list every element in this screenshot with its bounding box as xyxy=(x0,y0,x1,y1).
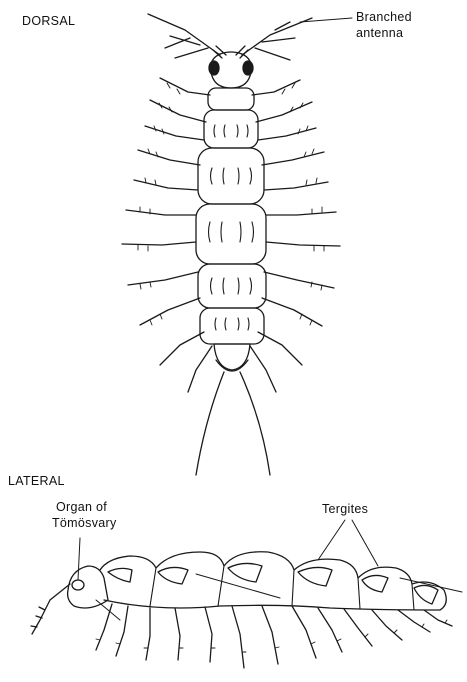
organ-of-tomosvary-label-line1: Organ of xyxy=(56,500,107,514)
dorsal-tergite-marks xyxy=(209,125,254,330)
dorsal-view xyxy=(122,14,352,475)
dorsal-legs-right xyxy=(250,80,340,392)
branched-antenna-label-line1: Branched xyxy=(356,10,412,24)
dorsal-body-segments xyxy=(196,88,266,371)
dorsal-eye-right xyxy=(243,61,253,75)
dorsal-view-title: DORSAL xyxy=(22,14,75,28)
lateral-segment-lines xyxy=(150,566,414,610)
dorsal-eye-left xyxy=(209,61,219,75)
dorsal-antennae xyxy=(148,14,312,60)
branched-antenna-label-line2: antenna xyxy=(356,26,403,40)
dorsal-cerci xyxy=(196,372,270,475)
lateral-head xyxy=(68,566,108,608)
lateral-ventral-outline xyxy=(104,600,440,610)
lateral-view-title: LATERAL xyxy=(8,474,65,488)
organ-of-tomosvary xyxy=(72,580,84,590)
lateral-tergites xyxy=(100,552,446,610)
organ-leader-line xyxy=(78,538,80,580)
lateral-legs xyxy=(96,604,452,668)
tergites-label: Tergites xyxy=(322,502,368,516)
organ-of-tomosvary-label-line2: Tömösvary xyxy=(52,516,117,530)
lateral-antenna xyxy=(31,584,70,634)
dorsal-legs-left xyxy=(122,78,212,392)
lateral-view xyxy=(31,520,462,668)
